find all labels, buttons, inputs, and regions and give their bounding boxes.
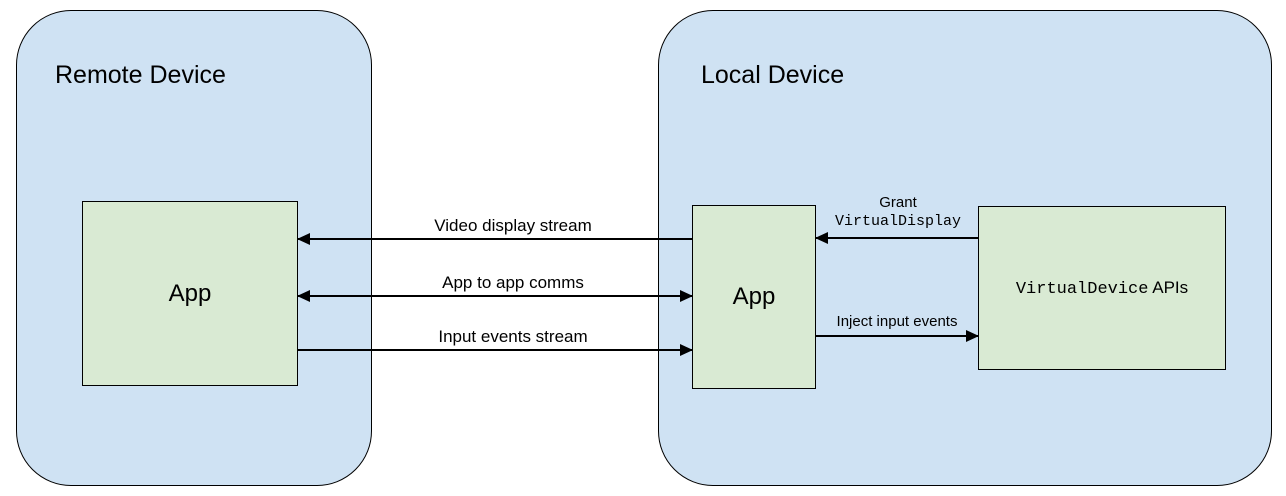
virtual-device-apis-label: VirtualDevice APIs — [1016, 278, 1188, 299]
remote-app-box: App — [82, 201, 298, 386]
local-app-label: App — [732, 283, 776, 310]
video-display-stream-arrow — [297, 233, 692, 245]
arrowhead-right-icon — [966, 330, 979, 342]
remote-app-label: App — [168, 279, 212, 307]
local-app-box: App — [692, 205, 816, 389]
arrowhead-left-icon — [815, 232, 828, 244]
remote-device-title: Remote Device — [55, 61, 226, 89]
grant-label-line1: Grant — [879, 194, 917, 211]
app-to-app-comms-label: App to app comms — [442, 273, 584, 292]
arrowhead-left-icon — [297, 233, 310, 245]
arrowhead-right-icon — [680, 290, 693, 302]
grant-virtualdisplay-arrow — [815, 232, 978, 244]
inject-input-events-arrow — [816, 330, 979, 342]
arrowhead-left-icon — [297, 290, 310, 302]
inject-input-events-label: Inject input events — [836, 313, 958, 330]
virtual-device-suffix: APIs — [1148, 277, 1189, 297]
input-events-stream-label: Input events stream — [438, 327, 588, 346]
grant-label-line2: VirtualDisplay — [834, 213, 962, 230]
app-to-app-comms-arrow — [297, 290, 693, 302]
arrowhead-right-icon — [680, 344, 693, 356]
input-events-stream-arrow — [298, 344, 693, 356]
grant-virtualdisplay-label: Grant VirtualDisplay — [835, 193, 961, 231]
virtual-device-name: VirtualDevice — [1015, 279, 1149, 299]
virtual-device-apis-box: VirtualDevice APIs — [978, 206, 1226, 370]
video-display-stream-label: Video display stream — [434, 216, 592, 235]
local-device-title: Local Device — [701, 61, 845, 89]
